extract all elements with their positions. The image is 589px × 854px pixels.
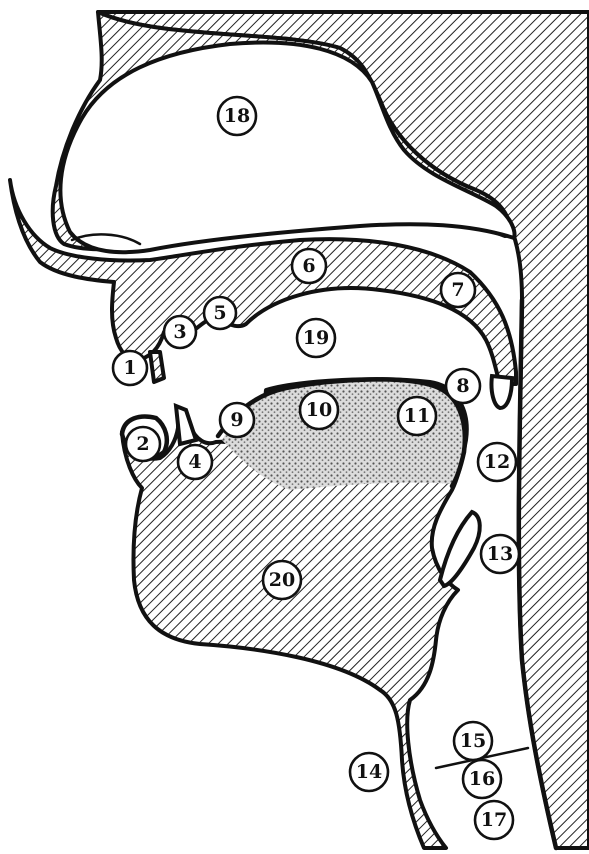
marker-17-label: 17 xyxy=(481,809,507,831)
marker-5-label: 5 xyxy=(213,302,226,324)
uvula xyxy=(491,376,512,408)
epiglottis xyxy=(440,512,480,586)
marker-15: 15 xyxy=(454,722,492,760)
marker-14: 14 xyxy=(350,753,388,791)
marker-3-label: 3 xyxy=(173,321,186,343)
marker-18: 18 xyxy=(218,97,256,135)
marker-1: 1 xyxy=(113,351,147,385)
upper-incisor xyxy=(150,352,164,382)
marker-12: 12 xyxy=(478,443,516,481)
marker-13-label: 13 xyxy=(487,543,513,565)
marker-10-label: 10 xyxy=(306,399,332,421)
marker-13: 13 xyxy=(481,535,519,573)
marker-20: 20 xyxy=(263,561,301,599)
marker-18-label: 18 xyxy=(224,105,250,127)
marker-9-label: 9 xyxy=(230,409,243,431)
marker-8: 8 xyxy=(446,369,480,403)
marker-19: 19 xyxy=(297,319,335,357)
marker-19-label: 19 xyxy=(303,327,329,349)
marker-7-label: 7 xyxy=(451,279,464,301)
marker-8-label: 8 xyxy=(456,375,469,397)
marker-9: 9 xyxy=(220,403,254,437)
marker-4-label: 4 xyxy=(188,451,201,473)
marker-7: 7 xyxy=(441,273,475,307)
marker-16: 16 xyxy=(463,760,501,798)
marker-1-label: 1 xyxy=(123,357,136,379)
marker-16-label: 16 xyxy=(469,768,495,790)
marker-3: 3 xyxy=(164,316,196,348)
marker-6: 6 xyxy=(292,249,326,283)
marker-10: 10 xyxy=(300,391,338,429)
marker-12-label: 12 xyxy=(484,451,510,473)
marker-2-label: 2 xyxy=(136,433,149,455)
marker-11: 11 xyxy=(398,397,436,435)
marker-2: 2 xyxy=(126,427,160,461)
marker-11-label: 11 xyxy=(404,405,430,427)
marker-6-label: 6 xyxy=(302,255,315,277)
lower-incisor xyxy=(176,406,196,444)
marker-15-label: 15 xyxy=(460,730,486,752)
marker-4: 4 xyxy=(178,445,212,479)
marker-20-label: 20 xyxy=(269,569,295,591)
marker-14-label: 14 xyxy=(356,761,382,783)
marker-5: 5 xyxy=(204,297,236,329)
marker-17: 17 xyxy=(475,801,513,839)
